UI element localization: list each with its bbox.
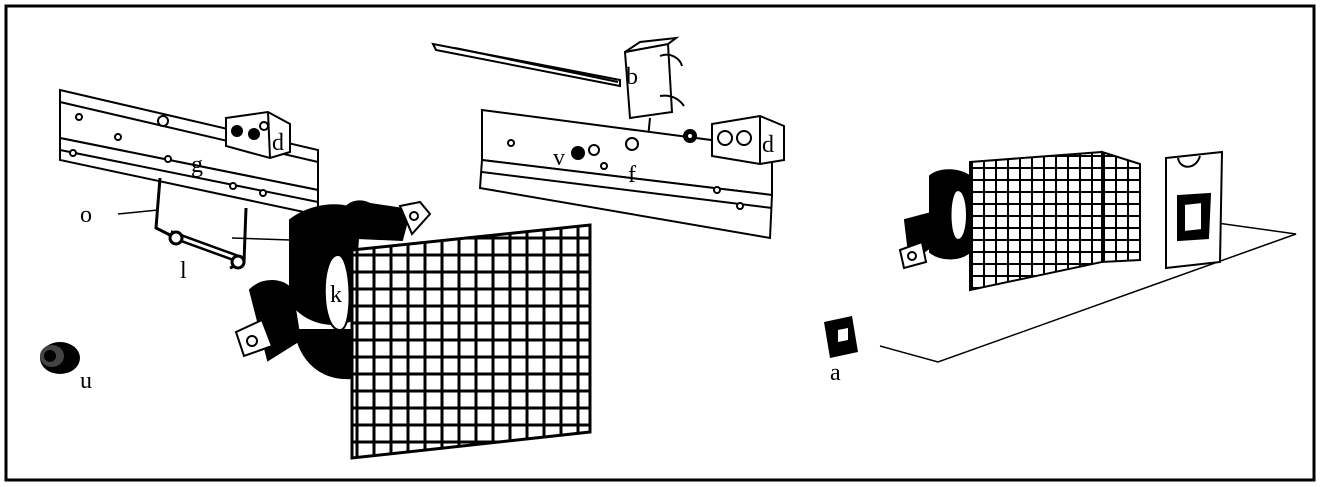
right-assembly — [824, 150, 1297, 363]
part-labels: b d d g o l k u v f a — [80, 64, 841, 394]
label-k: k — [330, 282, 342, 308]
base-outline — [879, 221, 1297, 363]
label-d-right: d — [762, 132, 774, 158]
center-assembly — [431, 36, 785, 240]
terminal-block-d-right — [711, 114, 785, 166]
fan-small — [898, 169, 973, 270]
grid-panel-left — [350, 223, 592, 460]
label-b: b — [626, 64, 638, 90]
terminal-block-d-left — [225, 110, 291, 160]
label-v: v — [553, 145, 565, 171]
grid-panel-right-front — [969, 150, 1103, 292]
mounting-plate — [1165, 150, 1224, 270]
knob-a — [824, 316, 858, 358]
label-l: l — [180, 258, 187, 284]
label-g: g — [191, 152, 203, 178]
label-u: u — [80, 368, 92, 394]
label-a: a — [830, 360, 841, 386]
part-u-cap — [40, 342, 80, 374]
left-assembly — [40, 88, 592, 460]
handle-assembly — [117, 177, 291, 270]
fan-k — [234, 200, 432, 380]
label-f: f — [628, 162, 636, 188]
label-d-left: d — [272, 130, 284, 156]
label-o: o — [80, 202, 92, 228]
grid-panel-right-side — [1101, 150, 1141, 264]
probe-b — [431, 36, 685, 139]
rail-center — [478, 108, 774, 240]
